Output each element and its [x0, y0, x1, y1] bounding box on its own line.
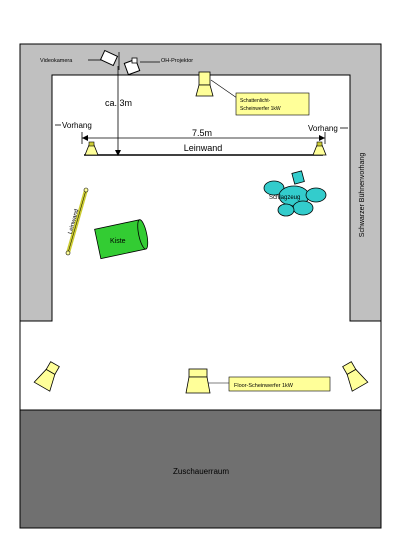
depth-measure-arrow [115, 150, 121, 156]
screen-spot-right-icon [312, 141, 327, 156]
width-75m-label: 7.5m [192, 128, 212, 138]
leinwand-rolled-icon [65, 187, 89, 256]
schattenlicht-label-line2: Scheinwerfer 1kW [240, 106, 281, 112]
buehnenvorhang-label: Schwarzer Bühnenvorhang [359, 153, 366, 238]
oh-projektor-icon [123, 57, 160, 76]
leinwand-label: Leinwand [184, 143, 223, 153]
vorhang-left-label: Vorhang [62, 121, 92, 130]
vorhang-right-label: Vorhang [308, 124, 338, 133]
videokamera-label: Videokamera [40, 58, 73, 64]
floor-spot-label-box [228, 376, 331, 392]
ca-3m-label: ca. 3m [105, 98, 132, 108]
schlagzeug-label: Schlagzeug [269, 195, 300, 201]
schattenlicht-label-box [235, 92, 310, 116]
kiste-icon [94, 219, 149, 260]
width-arrow-right [319, 135, 325, 141]
schattenlicht-leader [210, 79, 238, 99]
oh-projektor-label: OH-Projektor [161, 58, 193, 64]
zuschauerraum-label: Zuschauerraum [173, 467, 229, 476]
floor-spot-right-icon [342, 361, 369, 392]
width-arrow-left [82, 135, 88, 141]
schattenlicht-label-line1: Schattenlicht- [240, 98, 271, 104]
audience-area [19, 409, 382, 529]
schlagzeug-icon [263, 170, 327, 217]
videokamera-icon [88, 49, 120, 70]
schattenlicht-spot-icon [195, 71, 214, 97]
stage-walls [19, 43, 382, 322]
floor-spot-left-icon [33, 361, 60, 392]
floor-spot-center-icon [185, 368, 211, 394]
kiste-label: Kiste [110, 238, 126, 245]
screen-spot-left-icon [84, 141, 99, 156]
floor-spot-label: Floor-Scheinwerfer 1kW [234, 383, 294, 389]
